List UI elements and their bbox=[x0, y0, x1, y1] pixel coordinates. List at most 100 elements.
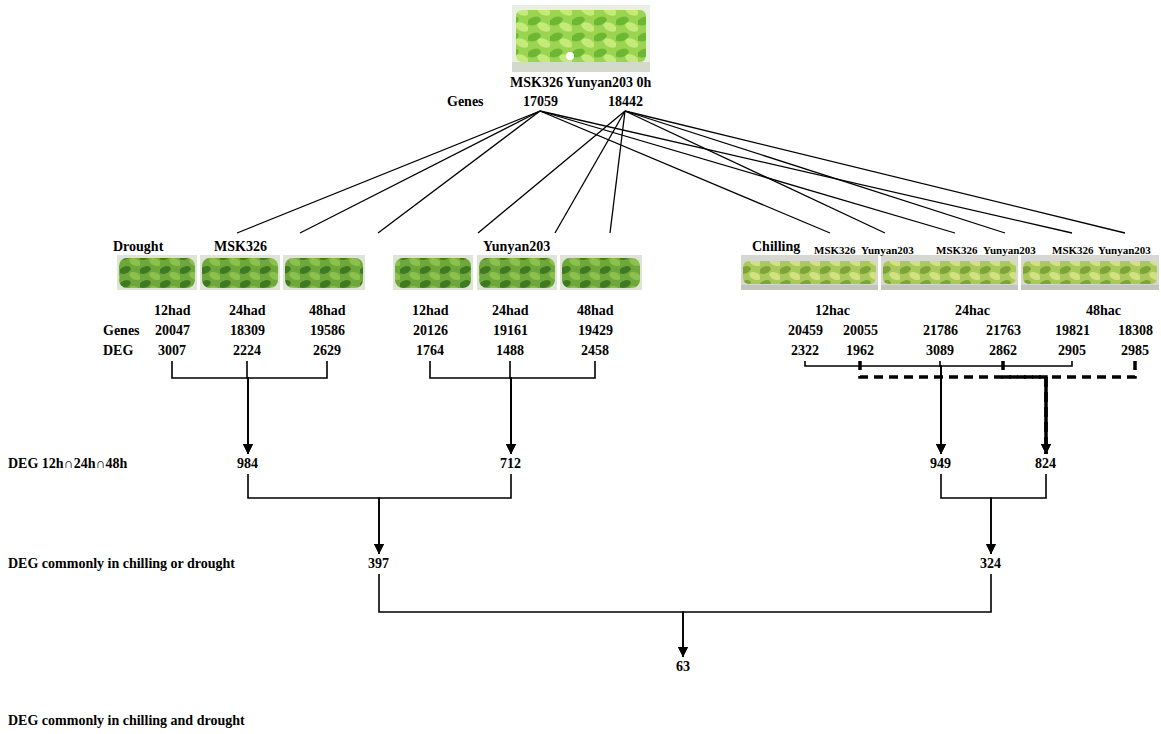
label-text: DEG commonly in chilling or drought bbox=[8, 556, 235, 572]
label: Yunyan203 bbox=[861, 241, 914, 258]
count-node: 2629 bbox=[311, 342, 343, 359]
treatment-lines bbox=[237, 111, 1125, 233]
photo-chilling bbox=[741, 255, 1159, 290]
count-text: 2862 bbox=[989, 343, 1017, 359]
count-node: 2458 bbox=[579, 342, 611, 359]
label-text: MSK326 bbox=[814, 242, 856, 258]
label-text: 48had bbox=[309, 303, 346, 319]
count-node: 1488 bbox=[494, 342, 526, 359]
label-text: 21786 bbox=[923, 323, 958, 339]
connector bbox=[511, 361, 595, 454]
label: Chilling bbox=[752, 238, 800, 255]
label-text: Drought bbox=[113, 239, 163, 255]
label-text: 12hac bbox=[815, 303, 850, 319]
label: 19586 bbox=[310, 322, 345, 339]
connector bbox=[941, 361, 1072, 454]
photo-control bbox=[512, 5, 650, 72]
count-node: 2224 bbox=[231, 342, 263, 359]
connector bbox=[430, 361, 511, 454]
count-text: 1764 bbox=[416, 343, 444, 359]
count-node: 63 bbox=[674, 658, 692, 675]
connector bbox=[1046, 361, 1135, 454]
connector bbox=[379, 474, 511, 554]
label-text: 24had bbox=[229, 303, 266, 319]
label-text: 18309 bbox=[230, 323, 265, 339]
count-node: 2905 bbox=[1056, 342, 1088, 359]
label: DEG 12h∩24h∩48h bbox=[8, 455, 127, 472]
label: Yunyan203 bbox=[1098, 241, 1151, 258]
count-text: 2905 bbox=[1058, 343, 1086, 359]
count-text: 1962 bbox=[846, 343, 874, 359]
label: 20055 bbox=[843, 322, 878, 339]
label: 18309 bbox=[230, 322, 265, 339]
label: 48had bbox=[577, 302, 614, 319]
label: 12hac bbox=[815, 302, 850, 319]
count-text: 1488 bbox=[496, 343, 524, 359]
label-text: 18442 bbox=[608, 94, 643, 110]
label-text: MSK326 Yunyan203 0h bbox=[510, 75, 651, 91]
label: Yunyan203 bbox=[483, 238, 550, 255]
label: MSK326 bbox=[814, 241, 856, 258]
label: DEG commonly in chilling or drought bbox=[8, 555, 235, 572]
label: MSK326 bbox=[1052, 241, 1094, 258]
label: 24had bbox=[492, 302, 529, 319]
count-node: 949 bbox=[928, 455, 953, 472]
count-text: 949 bbox=[930, 456, 951, 472]
count-node: 3007 bbox=[156, 342, 188, 359]
connector bbox=[941, 474, 991, 554]
label: 18308 bbox=[1118, 322, 1153, 339]
count-text: 324 bbox=[980, 556, 1001, 572]
label: 12had bbox=[412, 302, 449, 319]
label: 20126 bbox=[413, 322, 448, 339]
label: 24had bbox=[229, 302, 266, 319]
label-text: 20126 bbox=[413, 323, 448, 339]
connector bbox=[991, 474, 1046, 554]
label-text: MSK326 bbox=[1052, 242, 1094, 258]
label-text: 20055 bbox=[843, 323, 878, 339]
connector bbox=[860, 361, 1046, 454]
count-node: 2985 bbox=[1119, 342, 1151, 359]
label-text: 20459 bbox=[788, 323, 823, 339]
label: MSK326 bbox=[214, 238, 267, 255]
label: 24hac bbox=[955, 302, 990, 319]
count-node: 2322 bbox=[789, 342, 821, 359]
label-text: 12had bbox=[154, 303, 191, 319]
count-node: 712 bbox=[498, 455, 523, 472]
count-text: 2322 bbox=[791, 343, 819, 359]
label-text: Yunyan203 bbox=[483, 239, 550, 255]
label-text: 48had bbox=[577, 303, 614, 319]
label: Genes bbox=[447, 93, 484, 110]
label-text: Genes bbox=[447, 94, 484, 110]
label-text: 18308 bbox=[1118, 323, 1153, 339]
label: 48had bbox=[309, 302, 346, 319]
label: MSK326 bbox=[936, 241, 978, 258]
count-node: 984 bbox=[235, 455, 260, 472]
connector bbox=[172, 361, 248, 454]
label-text: 24hac bbox=[955, 303, 990, 319]
label: Yunyan203 bbox=[983, 241, 1036, 258]
count-node: 324 bbox=[978, 555, 1003, 572]
photo-drought bbox=[117, 255, 642, 290]
count-text: 824 bbox=[1035, 456, 1056, 472]
count-text: 3007 bbox=[158, 343, 186, 359]
label: 20459 bbox=[788, 322, 823, 339]
label-text: DEG 12h∩24h∩48h bbox=[8, 456, 127, 472]
label: 19821 bbox=[1055, 322, 1090, 339]
label-text: 19586 bbox=[310, 323, 345, 339]
label: Drought bbox=[113, 238, 163, 255]
connector bbox=[248, 361, 327, 454]
label-text: DEG bbox=[103, 343, 133, 359]
label: 21763 bbox=[986, 322, 1021, 339]
label: 19161 bbox=[493, 322, 528, 339]
count-text: 63 bbox=[676, 659, 690, 675]
count-text: 2629 bbox=[313, 343, 341, 359]
label-text: MSK326 bbox=[936, 242, 978, 258]
label: 21786 bbox=[923, 322, 958, 339]
label-text: 17059 bbox=[523, 94, 558, 110]
label-text: Yunyan203 bbox=[1098, 242, 1151, 258]
label: 12had bbox=[154, 302, 191, 319]
label: 48hac bbox=[1086, 302, 1121, 319]
label-text: 21763 bbox=[986, 323, 1021, 339]
